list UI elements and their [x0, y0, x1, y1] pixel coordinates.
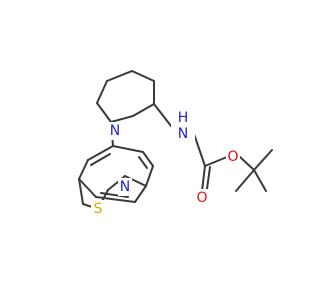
- bond-line-20: [131, 70, 155, 82]
- bond-line-7: [87, 145, 114, 161]
- atom-label-isothiazole-n: N: [118, 178, 132, 196]
- atom-label-isothiazole-s: S: [91, 200, 105, 218]
- bond-line-17: [96, 102, 112, 123]
- bond-line-29: [239, 156, 255, 171]
- chemical-structure-diagram: N N S H N O O: [78, 70, 273, 218]
- bond-line-27: [201, 165, 206, 192]
- bond-line-31: [253, 169, 267, 192]
- atom-label-carbonyl-o: O: [195, 189, 209, 207]
- atom-label-carbamate-nh: H N: [171, 108, 195, 144]
- bond-line-25: [193, 133, 206, 167]
- carbamate-nitrogen-label: N: [178, 126, 188, 142]
- piperidine-nitrogen-label: N: [110, 123, 120, 139]
- bond-line-6: [78, 159, 89, 180]
- bond-line-23: [110, 115, 134, 123]
- bond-line-4: [95, 196, 136, 203]
- bond-line-26: [204, 156, 228, 167]
- carbonyl-oxygen-label: O: [196, 190, 207, 206]
- bond-line-5: [78, 178, 97, 198]
- bond-line-32: [235, 169, 255, 192]
- bond-line-1: [142, 151, 154, 167]
- isothiazole-nitrogen-label: N: [120, 179, 130, 195]
- ester-oxygen-label: O: [227, 149, 238, 165]
- isothiazole-sulfur-label: S: [94, 201, 103, 217]
- bond-line-16: [78, 178, 84, 205]
- bond-line-3: [134, 185, 147, 203]
- bond-line-28: [206, 166, 211, 190]
- bond-line-8: [90, 153, 111, 166]
- bond-lines: [78, 70, 273, 210]
- bond-line-2: [145, 165, 154, 187]
- carbamate-hydrogen-label: H: [178, 110, 189, 126]
- bond-line-30: [253, 149, 273, 171]
- bond-line-0: [112, 145, 144, 153]
- bond-line-18: [96, 80, 108, 104]
- bond-line-22: [132, 103, 155, 117]
- atom-label-piperidine-n: N: [108, 122, 122, 140]
- bond-line-19: [106, 70, 133, 82]
- bond-line-24: [153, 103, 172, 127]
- atom-label-ester-o: O: [226, 148, 240, 166]
- bond-line-12: [124, 175, 147, 187]
- bond-line-9: [138, 156, 148, 169]
